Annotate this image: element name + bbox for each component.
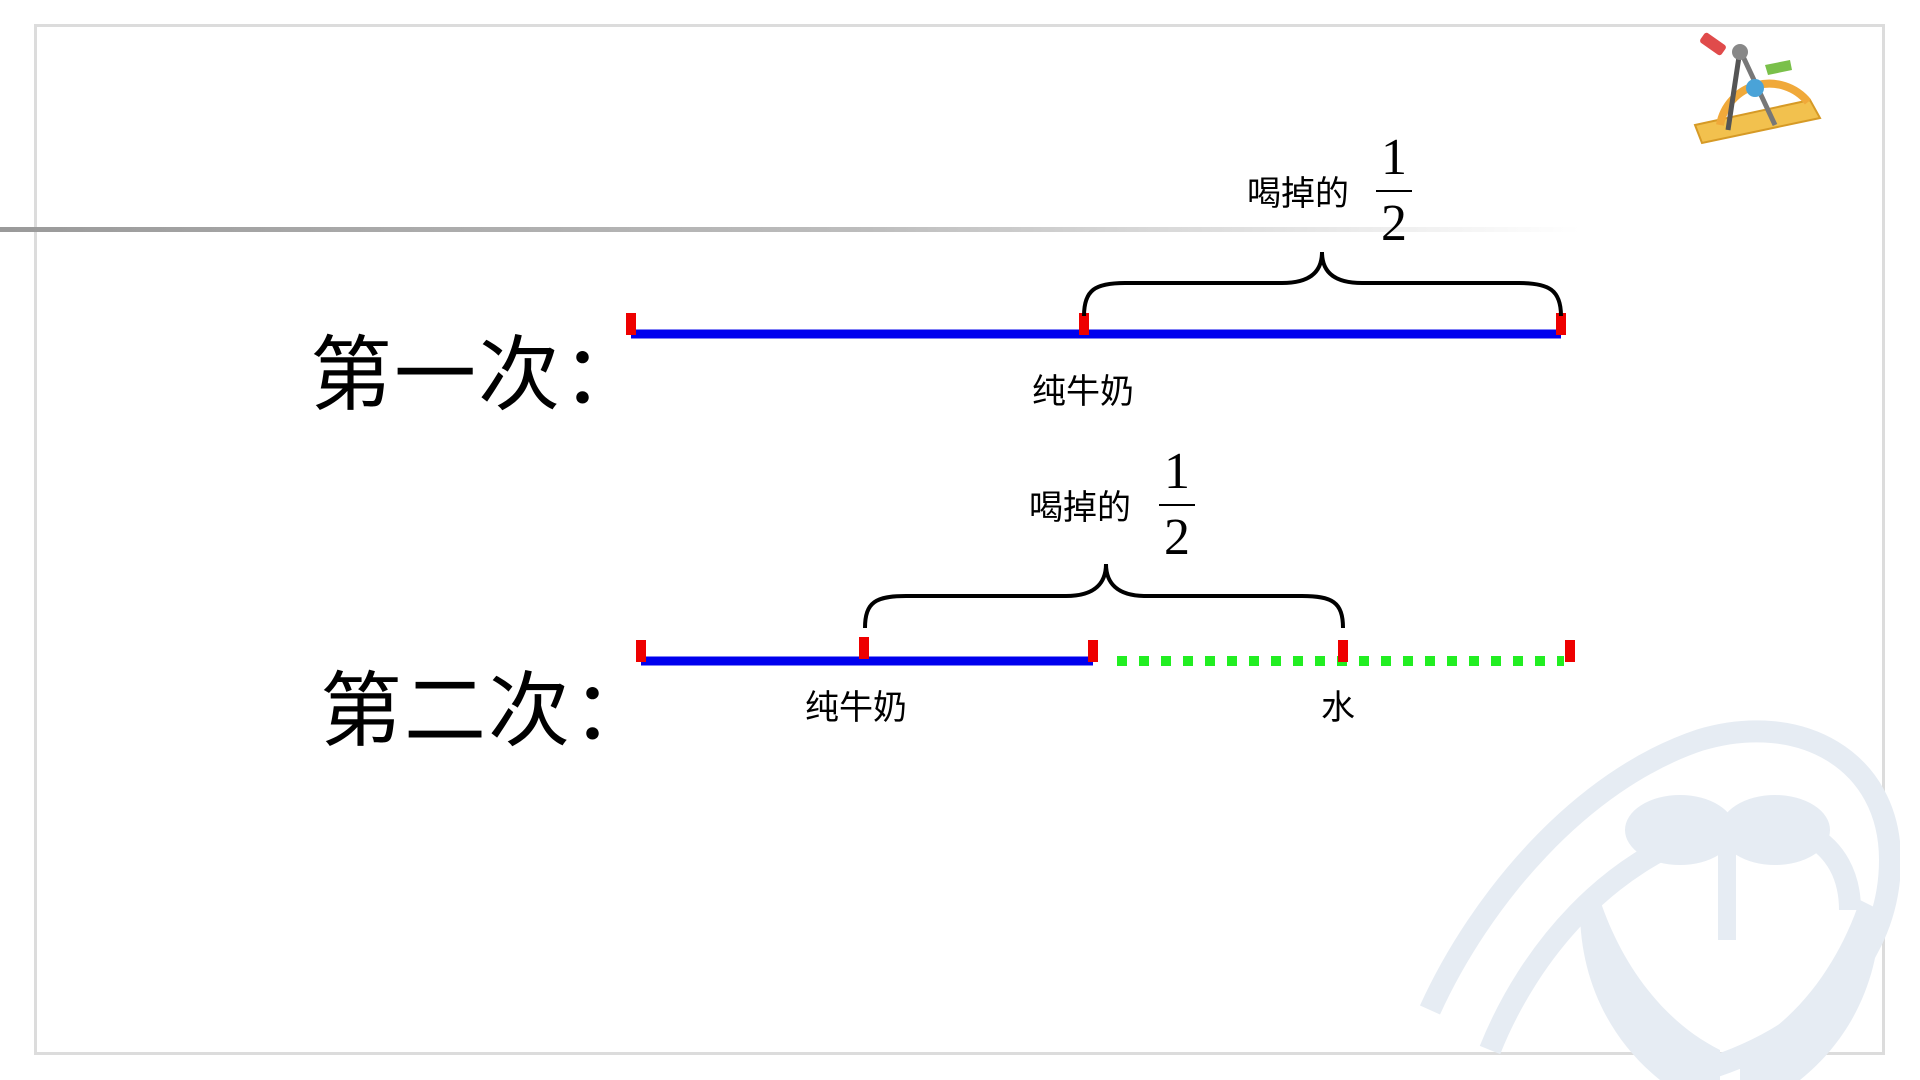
drawing-tools-icon [1693,32,1822,145]
milk-label: 纯牛奶 [1032,372,1134,412]
drink-label: 喝掉的 [1029,488,1131,528]
tick-marker [1079,313,1089,335]
tick-marker [1556,313,1566,335]
curly-brace [1082,251,1563,317]
water-label: 水 [1321,688,1355,728]
fraction-bar [1159,504,1195,506]
fraction-half: 1 2 [1374,132,1414,254]
fraction-numerator: 1 [1381,129,1407,186]
tick-marker [636,640,646,662]
milk-label: 纯牛奶 [805,688,907,728]
tick-marker [626,313,636,335]
tick-marker [1088,640,1098,662]
tick-marker [1338,640,1348,662]
fraction-denominator: 2 [1164,509,1190,566]
slide-frame [34,24,1885,1055]
tick-marker [1565,640,1575,662]
fraction-denominator: 2 [1381,195,1407,252]
drink-label: 喝掉的 [1247,174,1349,214]
fraction-bar [1376,190,1412,192]
row-label-second: 第二次： [320,664,657,759]
tick-marker [859,637,869,659]
curly-brace [863,563,1345,629]
fraction-numerator: 1 [1164,443,1190,500]
header-divider [0,227,1580,232]
row-label-first: 第一次： [310,328,647,423]
publisher-logo-watermark [1420,720,1900,1080]
fraction-half: 1 2 [1157,446,1197,568]
